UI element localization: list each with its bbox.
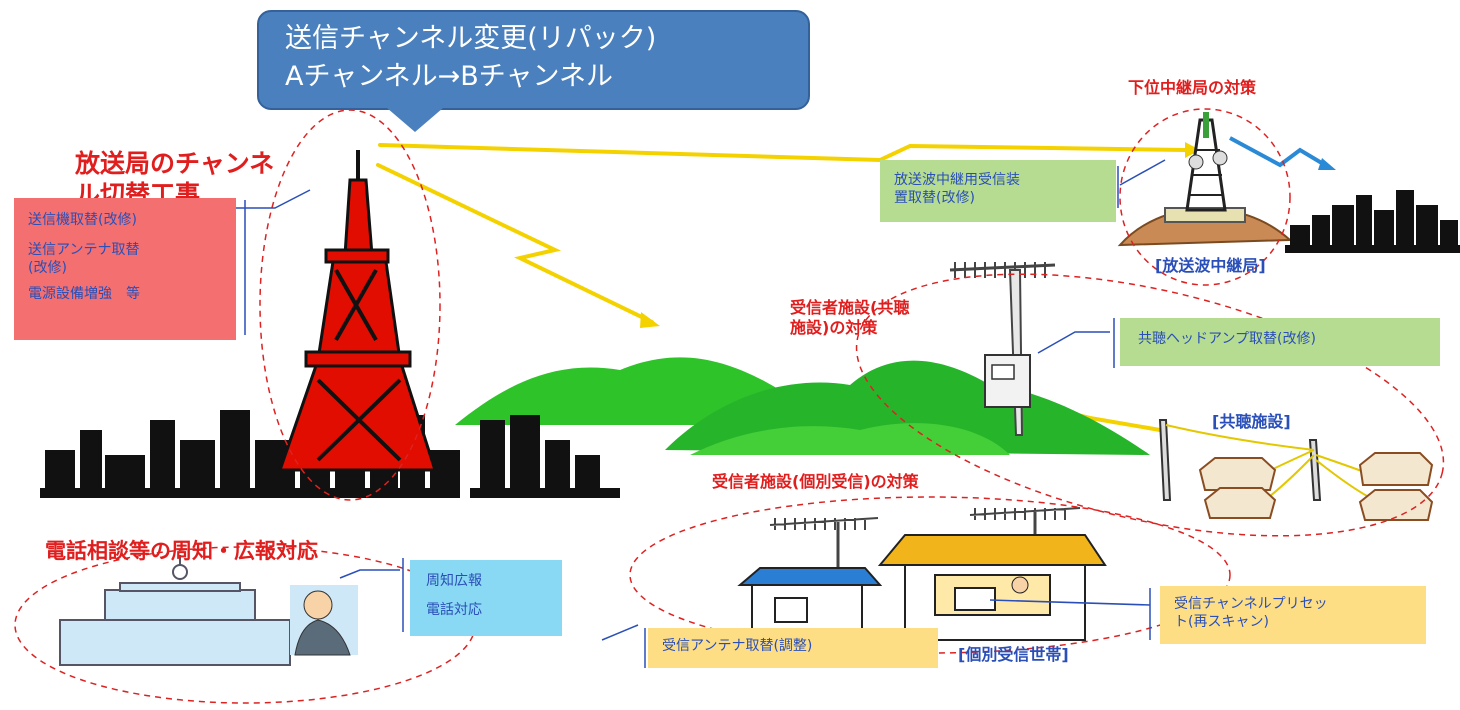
- individual-household-label: [個別受信世帯]: [958, 645, 1069, 664]
- shared-headamp-box: 共聴ヘッドアンプ取替(改修): [1120, 318, 1440, 366]
- broadcast-item-antenna: 送信アンテナ取替 (改修): [28, 242, 140, 276]
- shared-head-amp-box: [984, 354, 1031, 408]
- label-connector-lines: [236, 159, 1166, 668]
- right-city-skyline: [1285, 190, 1460, 253]
- relay-receiver-label: 放送波中継用受信装 置取替(改修): [894, 172, 1020, 206]
- relay-output-arrow: [1229, 136, 1327, 168]
- relay-station-label: [放送波中継局]: [1155, 256, 1266, 275]
- office-building-illustration: [59, 555, 291, 666]
- relay-station-illustration: [1117, 112, 1293, 247]
- channel-preset-box: 受信チャンネルプリセッ ト(再スキャン): [1160, 586, 1426, 644]
- shared-headamp-label: 共聴ヘッドアンプ取替(改修): [1138, 331, 1316, 347]
- publicity-heading: 電話相談等の周知・広報対応: [45, 539, 318, 563]
- office-worker-illustration: [290, 585, 358, 656]
- broadcast-item-power: 電源設備増強 等: [28, 286, 140, 302]
- callout-pointer: [387, 108, 443, 132]
- beam-arrowhead-relay: [1185, 142, 1200, 158]
- publicity-box: 周知広報 電話対応: [410, 560, 562, 636]
- channel-change-callout: 送信チャンネル変更(リパック) Aチャンネル→Bチャンネル: [257, 10, 810, 110]
- relay-receiver-box: 放送波中継用受信装 置取替(改修): [880, 160, 1116, 222]
- tokyo-tower-illustration: [277, 150, 438, 472]
- publicity-item-notice: 周知広報: [426, 573, 482, 589]
- broadcast-item-transmitter: 送信機取替(改修): [28, 212, 137, 228]
- callout-line-1: 送信チャンネル変更(リパック): [285, 23, 657, 54]
- antenna-replacement-box: 受信アンテナ取替(調整): [648, 628, 938, 668]
- broadcast-work-list-box: 送信機取替(改修) 送信アンテナ取替 (改修) 電源設備増強 等: [14, 198, 236, 340]
- shared-facility-illustration: [1158, 419, 1434, 521]
- antenna-replacement-label: 受信アンテナ取替(調整): [662, 638, 813, 654]
- callout-line-2: Aチャンネル→Bチャンネル: [285, 61, 613, 92]
- relay-station-heading: 下位中継局の対策: [1128, 78, 1257, 97]
- shared-facility-heading: 受信者施設(共聴 施設)の対策: [790, 298, 910, 337]
- channel-preset-label: 受信チャンネルプリセッ ト(再スキャン): [1174, 596, 1328, 630]
- beam-arrowhead-hills: [640, 312, 660, 328]
- publicity-item-phone: 電話対応: [426, 602, 482, 618]
- individual-reception-heading: 受信者施設(個別受信)の対策: [712, 472, 919, 491]
- individual-houses-illustration: [737, 507, 1107, 641]
- green-hills: [455, 357, 1150, 455]
- shared-facility-label: [共聴施設]: [1212, 412, 1291, 431]
